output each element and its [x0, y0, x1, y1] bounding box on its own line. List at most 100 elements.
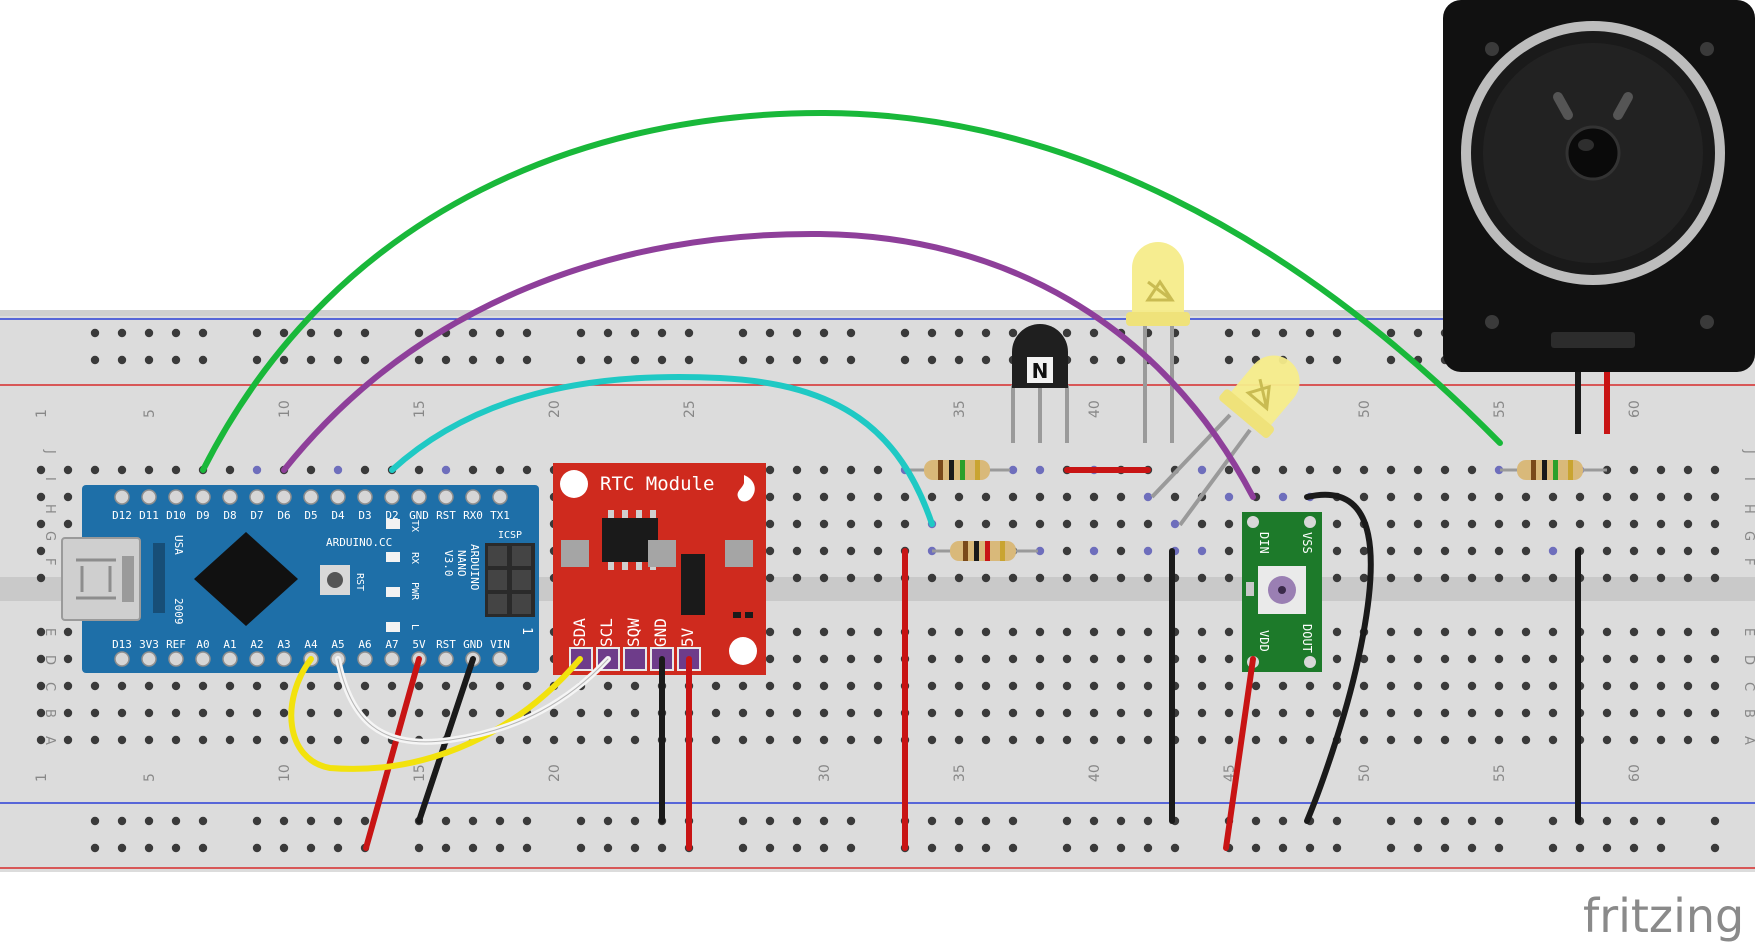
breadboard-hole[interactable]	[1143, 627, 1153, 637]
breadboard-hole[interactable]	[765, 627, 775, 637]
breadboard-hole[interactable]	[1278, 735, 1288, 745]
nano-header-pin[interactable]	[114, 651, 130, 667]
rtc-header-pin[interactable]	[623, 647, 647, 671]
breadboard-hole[interactable]	[1062, 627, 1072, 637]
breadboard-hole[interactable]	[333, 681, 343, 691]
nano-header-pin[interactable]	[276, 651, 292, 667]
breadboard-hole[interactable]	[1143, 843, 1153, 853]
breadboard-hole[interactable]	[1710, 546, 1720, 556]
breadboard-hole[interactable]	[765, 546, 775, 556]
breadboard-hole[interactable]	[360, 465, 370, 475]
breadboard-hole[interactable]	[1629, 708, 1639, 718]
breadboard-hole[interactable]	[1629, 492, 1639, 502]
breadboard-hole[interactable]	[171, 355, 181, 365]
breadboard-hole[interactable]	[387, 708, 397, 718]
breadboard-hole[interactable]	[468, 328, 478, 338]
breadboard-hole[interactable]	[1008, 708, 1018, 718]
breadboard-hole[interactable]	[171, 816, 181, 826]
breadboard-hole[interactable]	[1575, 843, 1585, 853]
breadboard-hole[interactable]	[792, 573, 802, 583]
breadboard-hole[interactable]	[306, 708, 316, 718]
breadboard-hole[interactable]	[684, 355, 694, 365]
breadboard-hole[interactable]	[1008, 573, 1018, 583]
breadboard-hole[interactable]	[1413, 465, 1423, 475]
breadboard-hole[interactable]	[819, 328, 829, 338]
breadboard-hole[interactable]	[1089, 816, 1099, 826]
breadboard-hole[interactable]	[981, 816, 991, 826]
breadboard-hole[interactable]	[36, 465, 46, 475]
breadboard-hole[interactable]	[1386, 492, 1396, 502]
breadboard-hole[interactable]	[1089, 627, 1099, 637]
breadboard-hole[interactable]	[1035, 681, 1045, 691]
nano-header-pin[interactable]	[438, 489, 454, 505]
nano-header-pin[interactable]	[249, 489, 265, 505]
breadboard-hole[interactable]	[1440, 735, 1450, 745]
breadboard-hole[interactable]	[522, 328, 532, 338]
nano-header-pin[interactable]	[465, 489, 481, 505]
breadboard-hole[interactable]	[306, 355, 316, 365]
breadboard-hole[interactable]	[1710, 573, 1720, 583]
breadboard-hole[interactable]	[1710, 816, 1720, 826]
breadboard-hole[interactable]	[1143, 573, 1153, 583]
breadboard-hole[interactable]	[117, 816, 127, 826]
breadboard-hole[interactable]	[495, 843, 505, 853]
breadboard-hole[interactable]	[252, 465, 262, 475]
breadboard-hole[interactable]	[63, 681, 73, 691]
breadboard-hole[interactable]	[495, 465, 505, 475]
breadboard-hole[interactable]	[1062, 735, 1072, 745]
breadboard-hole[interactable]	[1224, 328, 1234, 338]
led[interactable]	[1150, 341, 1315, 527]
breadboard-hole[interactable]	[1035, 465, 1045, 475]
breadboard-hole[interactable]	[630, 328, 640, 338]
breadboard-hole[interactable]	[414, 843, 424, 853]
breadboard-hole[interactable]	[981, 708, 991, 718]
breadboard-hole[interactable]	[1278, 328, 1288, 338]
breadboard-hole[interactable]	[1602, 519, 1612, 529]
breadboard-hole[interactable]	[981, 328, 991, 338]
breadboard-hole[interactable]	[792, 328, 802, 338]
breadboard-hole[interactable]	[738, 328, 748, 338]
breadboard-hole[interactable]	[630, 816, 640, 826]
breadboard-hole[interactable]	[1521, 546, 1531, 556]
breadboard-hole[interactable]	[1629, 627, 1639, 637]
breadboard-hole[interactable]	[144, 465, 154, 475]
breadboard-hole[interactable]	[576, 816, 586, 826]
breadboard-hole[interactable]	[1494, 708, 1504, 718]
resistor[interactable]	[932, 541, 1038, 561]
breadboard-hole[interactable]	[819, 465, 829, 475]
breadboard-hole[interactable]	[1602, 735, 1612, 745]
breadboard-hole[interactable]	[1089, 573, 1099, 583]
breadboard-hole[interactable]	[360, 328, 370, 338]
breadboard-hole[interactable]	[1278, 681, 1288, 691]
breadboard-hole[interactable]	[1467, 573, 1477, 583]
breadboard-hole[interactable]	[1629, 546, 1639, 556]
breadboard-hole[interactable]	[792, 492, 802, 502]
breadboard-hole[interactable]	[441, 816, 451, 826]
breadboard-hole[interactable]	[1062, 708, 1072, 718]
breadboard-hole[interactable]	[1548, 681, 1558, 691]
breadboard-hole[interactable]	[252, 708, 262, 718]
breadboard-hole[interactable]	[846, 492, 856, 502]
breadboard-hole[interactable]	[90, 681, 100, 691]
breadboard-hole[interactable]	[1089, 492, 1099, 502]
breadboard-hole[interactable]	[144, 328, 154, 338]
breadboard-hole[interactable]	[495, 328, 505, 338]
breadboard-hole[interactable]	[765, 735, 775, 745]
breadboard-hole[interactable]	[1008, 328, 1018, 338]
breadboard-hole[interactable]	[603, 735, 613, 745]
breadboard-hole[interactable]	[954, 843, 964, 853]
breadboard-hole[interactable]	[1413, 654, 1423, 664]
breadboard-hole[interactable]	[1332, 328, 1342, 338]
breadboard-hole[interactable]	[1494, 816, 1504, 826]
breadboard-hole[interactable]	[333, 735, 343, 745]
breadboard-hole[interactable]	[981, 519, 991, 529]
nano-header-pin[interactable]	[492, 489, 508, 505]
ws2812-pin[interactable]	[1304, 656, 1316, 668]
breadboard-hole[interactable]	[1656, 708, 1666, 718]
breadboard-hole[interactable]	[1683, 681, 1693, 691]
breadboard-hole[interactable]	[36, 708, 46, 718]
breadboard-hole[interactable]	[198, 355, 208, 365]
breadboard-hole[interactable]	[144, 708, 154, 718]
breadboard-hole[interactable]	[765, 681, 775, 691]
breadboard-hole[interactable]	[63, 627, 73, 637]
